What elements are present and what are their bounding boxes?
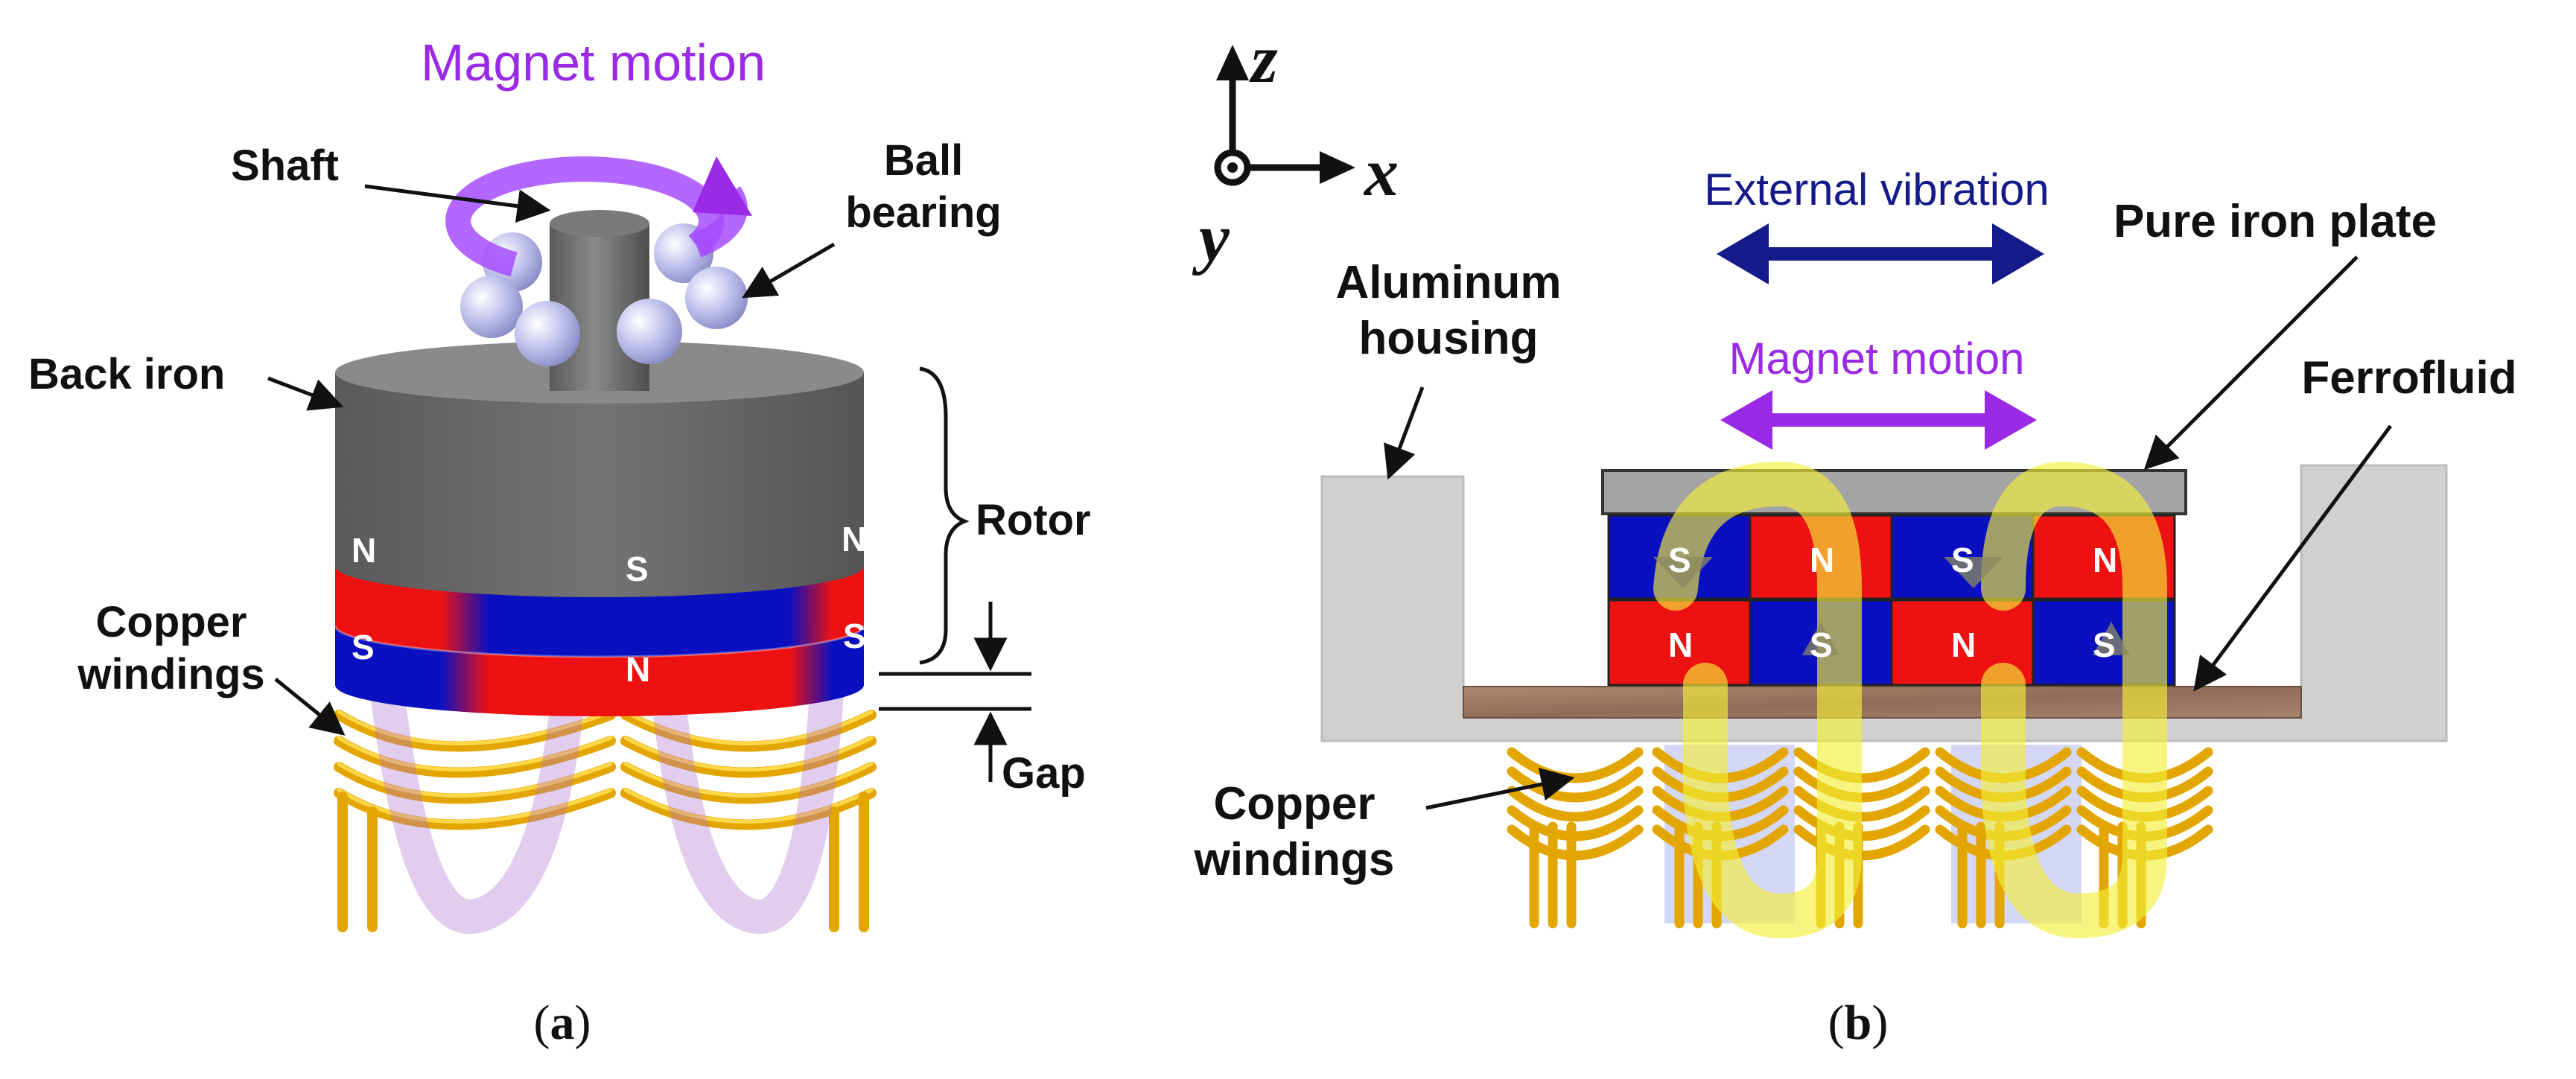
panel-a: N S N S N S Magnet motion Shaft Ball bea…: [28, 34, 1091, 1050]
pole-a-top-2: N: [842, 520, 866, 558]
pole-a-top-0: N: [352, 531, 376, 570]
caption-b: (b): [1828, 996, 1889, 1050]
coordinate-axes: [1214, 45, 1355, 186]
pole-b-bottom-3: S: [2093, 626, 2116, 664]
copper-windings-a: [334, 690, 877, 935]
magnet-motion-arrow-a: [445, 156, 752, 277]
axis-x-label: x: [1363, 134, 1399, 210]
aluminum-housing-label-1: Aluminum: [1335, 257, 1561, 308]
ferrofluid-layer: [1463, 686, 2302, 719]
magnet-motion-arrow-b: [1720, 390, 2037, 450]
pole-a-bottom-2: S: [843, 617, 866, 655]
back-iron-body: [335, 372, 864, 597]
pole-b-bottom-1: S: [1810, 626, 1833, 664]
leaders-b: [1384, 255, 2393, 810]
pole-b-top-2: S: [1951, 541, 1974, 579]
rotor-body: [334, 341, 865, 716]
pole-b-bottom-2: N: [1951, 626, 1976, 664]
copper-windings-a-label-1: Copper: [96, 598, 247, 646]
copper-windings-b-label-2: windings: [1194, 834, 1395, 885]
external-vibration-label: External vibration: [1704, 165, 2049, 214]
copper-windings-b-label-1: Copper: [1214, 778, 1376, 830]
caption-a: (a): [534, 996, 591, 1050]
ball-bearing-label-2: bearing: [845, 188, 1002, 237]
gap-label: Gap: [1002, 749, 1086, 798]
axis-y-label: y: [1192, 200, 1230, 276]
axis-z-label: z: [1249, 21, 1278, 97]
flux-arrowheads-b: [1653, 557, 2130, 655]
pole-b-top-0: S: [1668, 541, 1691, 579]
pole-a-top-1: S: [626, 550, 649, 588]
rotor-label: Rotor: [976, 496, 1091, 544]
pole-a-bottom-0: S: [352, 628, 375, 666]
pure-iron-plate-label: Pure iron plate: [2114, 196, 2437, 247]
pole-b-bottom-0: N: [1668, 626, 1693, 664]
coil-turn: [1507, 766, 1644, 803]
coil-turn: [1507, 786, 1644, 822]
magnet-motion-label-b: Magnet motion: [1729, 334, 2025, 383]
aluminum-housing-label-2: housing: [1358, 313, 1538, 364]
copper-windings-a-label-2: windings: [77, 650, 264, 698]
panel-b: z x y: [1192, 21, 2517, 1050]
flux-paths-b: [1653, 461, 2167, 939]
ferrofluid-label: Ferrofluid: [2301, 352, 2516, 404]
shaft: [550, 210, 649, 391]
magnet-motion-label-a: Magnet motion: [421, 34, 766, 92]
ball-bearing-label-1: Ball: [884, 136, 963, 185]
shaft-label: Shaft: [231, 141, 339, 190]
pole-b-top-3: N: [2093, 541, 2117, 579]
pole-a-bottom-1: N: [626, 650, 650, 689]
external-vibration-arrow: [1717, 223, 2044, 284]
pole-b-top-1: N: [1810, 541, 1834, 579]
coil-turn: [1507, 747, 1644, 783]
leaders-a: [267, 184, 1031, 782]
back-iron-label: Back iron: [28, 350, 225, 398]
